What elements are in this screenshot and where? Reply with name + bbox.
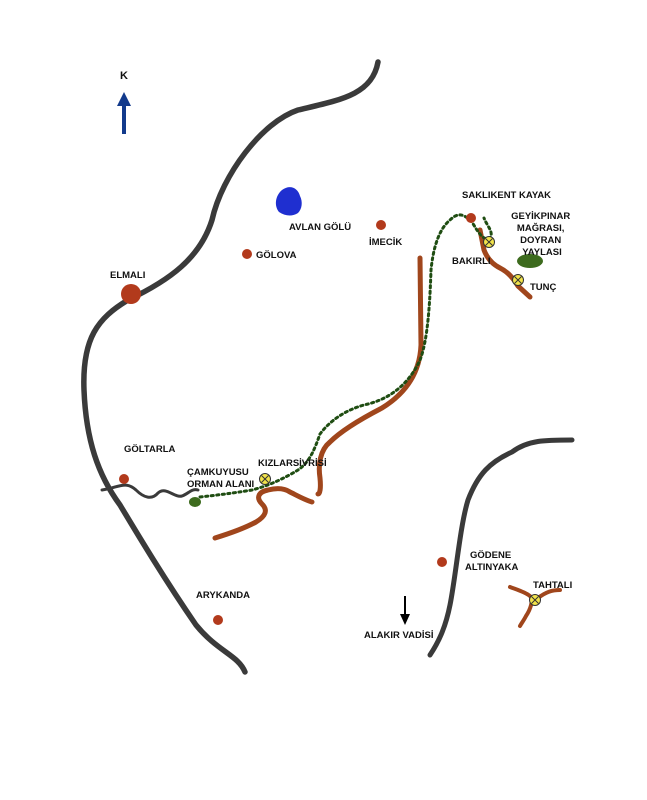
label-tahtali: TAHTALI [533, 580, 572, 591]
label-imecik: İMECİK [369, 237, 402, 248]
label-camkuyusu: ÇAMKUYUSU ORMAN ALANI [187, 467, 254, 490]
kizlarsivrisi-summit-icon [259, 473, 271, 485]
main-road [81, 59, 381, 675]
ridge-tahtali [508, 585, 562, 628]
label-godene: GÖDENE ALTINYAKA [465, 550, 518, 573]
imecik-marker [376, 220, 386, 230]
label-alakir: ALAKIR VADİSİ [364, 630, 434, 641]
label-bakirli: BAKIRLI [452, 256, 491, 267]
branch-road [100, 483, 200, 499]
label-goltarla: GÖLTARLA [124, 444, 175, 455]
label-tunc: TUNÇ [530, 282, 557, 293]
label-kizlarsivrisi: KIZLARSİVRİSİ [258, 458, 327, 469]
label-golova: GÖLOVA [256, 250, 297, 261]
elmali-marker [121, 284, 141, 304]
label-saklikent: SAKLIKENT KAYAK [462, 190, 551, 201]
hiking-trail [198, 213, 493, 499]
compass-letter: K [120, 70, 128, 82]
north-arrow-icon [117, 92, 131, 106]
golova-marker [242, 249, 252, 259]
east-road [427, 437, 575, 658]
doyran-plateau-icon [517, 254, 543, 268]
godene-marker [437, 557, 447, 567]
saklikent-marker [466, 213, 476, 223]
bakirli-summit-icon [483, 236, 495, 248]
main-ridge [315, 255, 424, 497]
avlan-lake-icon [275, 187, 302, 216]
label-avlan-golu: AVLAN GÖLÜ [289, 222, 351, 233]
label-geyikpinar: GEYİKPINAR MAĞRASI, DOYRAN YAYLASI [511, 211, 573, 258]
goltarla-marker [119, 474, 129, 484]
label-arykanda: ARYKANDA [196, 590, 250, 601]
label-elmali: ELMALI [110, 270, 145, 281]
ridge-kizlarsivrisi [212, 486, 315, 541]
tunc-summit-icon [512, 274, 524, 286]
camkuyusu-forest-icon [189, 497, 201, 507]
arykanda-marker [213, 615, 223, 625]
south-arrow-icon [400, 614, 410, 625]
tahtali-summit-icon [529, 594, 541, 606]
